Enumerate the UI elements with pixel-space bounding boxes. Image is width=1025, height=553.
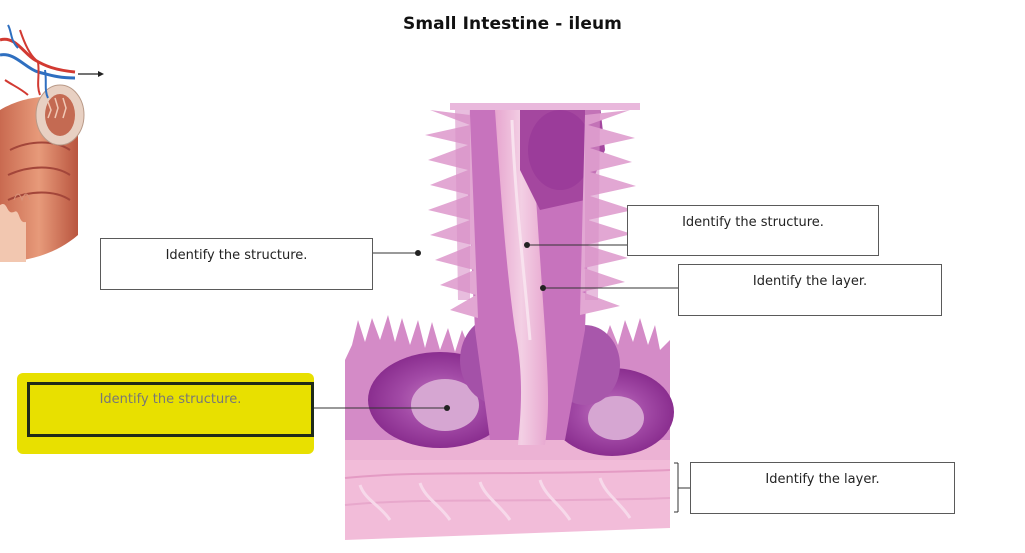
label-box-layer-2[interactable]: Identify the layer.	[690, 462, 955, 514]
label-text: Identify the structure.	[165, 248, 308, 263]
intestine-wall-illustration	[0, 24, 104, 263]
label-text: Identify the structure.	[682, 215, 824, 230]
label-text: Identify the layer.	[752, 274, 868, 289]
label-text: Identify the layer.	[765, 472, 880, 487]
label-box-layer-1[interactable]: Identify the layer.	[678, 264, 942, 316]
label-box-structure-3[interactable]: Identify the structure.	[27, 382, 314, 437]
page-title: Small Intestine - ileum	[403, 14, 622, 34]
label-text: Identify the structure.	[99, 392, 242, 407]
answer-highlight	[17, 373, 314, 454]
label-box-structure-1[interactable]: Identify the structure.	[100, 238, 373, 290]
label-box-structure-2[interactable]: Identify the structure.	[627, 205, 879, 256]
